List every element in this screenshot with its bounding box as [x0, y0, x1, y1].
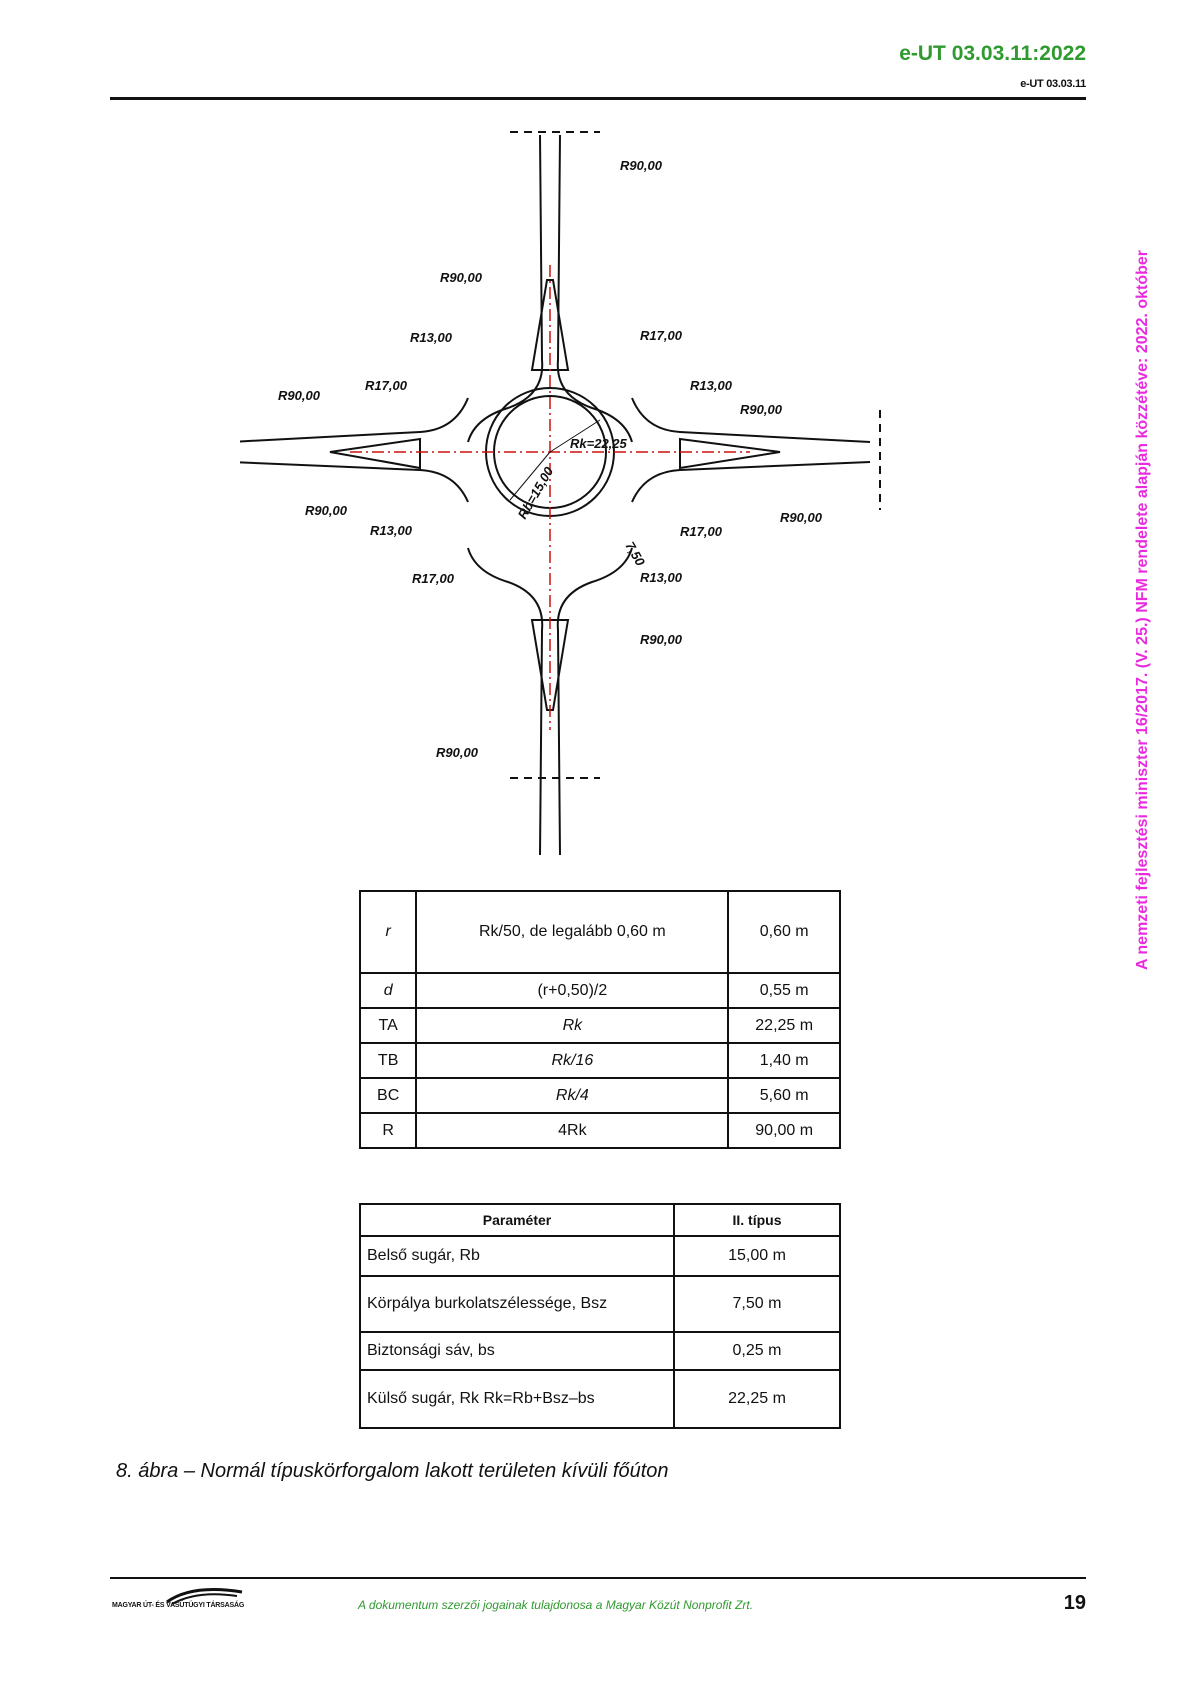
table-cell: TA: [358, 1007, 418, 1044]
table-cell: 0,55 m: [727, 972, 841, 1009]
table-cell: Rk: [415, 1007, 730, 1044]
diagram-label: R17,00: [680, 524, 723, 539]
table-cell: 5,60 m: [727, 1077, 841, 1114]
footer-rule: [110, 1577, 1086, 1579]
table-cell: 0,25 m: [673, 1331, 841, 1371]
figure-caption: 8. ábra – Normál típuskörforgalom lakott…: [116, 1460, 669, 1482]
table-cell: 22,25 m: [673, 1369, 841, 1429]
diagram-label: R90,00: [780, 510, 823, 525]
parameter-table: Paraméter II. típus Belső sugár, Rb 15,0…: [359, 1203, 841, 1429]
diagram-label: R13,00: [370, 523, 413, 538]
diagram-label: R13,00: [410, 330, 453, 345]
table-cell: R: [358, 1112, 418, 1149]
table-cell: 22,25 m: [727, 1007, 841, 1044]
table-cell: 4Rk: [415, 1112, 730, 1149]
table-row: TA Rk 22,25 m: [358, 1007, 841, 1044]
table-row: BC Rk/4 5,60 m: [358, 1077, 841, 1114]
diagram-label: R90,00: [278, 388, 321, 403]
diagram-label: R90,00: [620, 158, 663, 173]
table-cell: 7,50 m: [673, 1275, 841, 1333]
header-rule: [110, 97, 1086, 100]
table-row: Biztonsági sáv, bs 0,25 m: [359, 1331, 841, 1371]
diagram-label: R90,00: [740, 402, 783, 417]
table-cell: 1,40 m: [727, 1042, 841, 1079]
table-cell: Körpálya burkolatszélessége, Bsz: [359, 1275, 675, 1333]
table-cell: Biztonsági sáv, bs: [359, 1331, 675, 1371]
diagram-label: R13,00: [640, 570, 683, 585]
document-code: e-UT 03.03.11:2022: [899, 42, 1086, 65]
roundabout-diagram: R90,00 R90,00 R13,00 R17,00 R17,00 R13,0…: [240, 131, 881, 856]
page-number: 19: [1063, 1592, 1086, 1614]
table-cell: TB: [358, 1042, 418, 1079]
society-logo-text: MAGYAR ÚT- ÉS VASÚTÜGYI TÁRSASÁG: [112, 1602, 245, 1609]
column-header: Paraméter: [359, 1203, 675, 1237]
table-row: Körpálya burkolatszélessége, Bsz 7,50 m: [359, 1275, 841, 1333]
table-row: r Rk/50, de legalább 0,60 m 0,60 m: [358, 890, 841, 974]
table-cell: Rk/16: [415, 1042, 730, 1079]
diagram-label: R17,00: [365, 378, 408, 393]
table-row: TB Rk/16 1,40 m: [358, 1042, 841, 1079]
table-row: R 4Rk 90,00 m: [358, 1112, 841, 1149]
diagram-label: R90,00: [640, 632, 683, 647]
table-cell: 0,60 m: [727, 890, 841, 974]
publication-note: A nemzeti fejlesztési miniszter 16/2017.…: [1134, 250, 1151, 970]
table-cell: r: [358, 890, 418, 974]
table-row: Külső sugár, Rk Rk=Rb+Bsz–bs 22,25 m: [359, 1369, 841, 1429]
table-row: Belső sugár, Rb 15,00 m: [359, 1235, 841, 1277]
diagram-label: R90,00: [305, 503, 348, 518]
table-cell: Rk/50, de legalább 0,60 m: [415, 890, 730, 974]
table-row: d (r+0,50)/2 0,55 m: [358, 972, 841, 1009]
table-cell: (r+0,50)/2: [415, 972, 730, 1009]
diagram-label: R17,00: [640, 328, 683, 343]
society-logo-icon: [166, 1588, 243, 1605]
diagram-label: 7,50: [622, 539, 648, 569]
diagram-label: R13,00: [690, 378, 733, 393]
table-cell: Rk/4: [415, 1077, 730, 1114]
table-cell: Belső sugár, Rb: [359, 1235, 675, 1277]
document-code-short: e-UT 03.03.11: [1020, 78, 1086, 90]
column-header: II. típus: [673, 1203, 841, 1237]
table-cell: d: [358, 972, 418, 1009]
table-header-row: Paraméter II. típus: [359, 1203, 841, 1237]
diagram-label: R90,00: [436, 745, 479, 760]
diagram-label: Rk=22,25: [570, 436, 628, 451]
table-cell: BC: [358, 1077, 418, 1114]
table-cell: 90,00 m: [727, 1112, 841, 1149]
table-cell: Külső sugár, Rk Rk=Rb+Bsz–bs: [359, 1369, 675, 1429]
copyright-notice: A dokumentum szerzői jogainak tulajdonos…: [358, 1598, 754, 1612]
table-cell: 15,00 m: [673, 1235, 841, 1277]
diagram-label: R17,00: [412, 571, 455, 586]
geometry-table: r Rk/50, de legalább 0,60 m 0,60 m d (r+…: [358, 890, 841, 1149]
diagram-label: R90,00: [440, 270, 483, 285]
